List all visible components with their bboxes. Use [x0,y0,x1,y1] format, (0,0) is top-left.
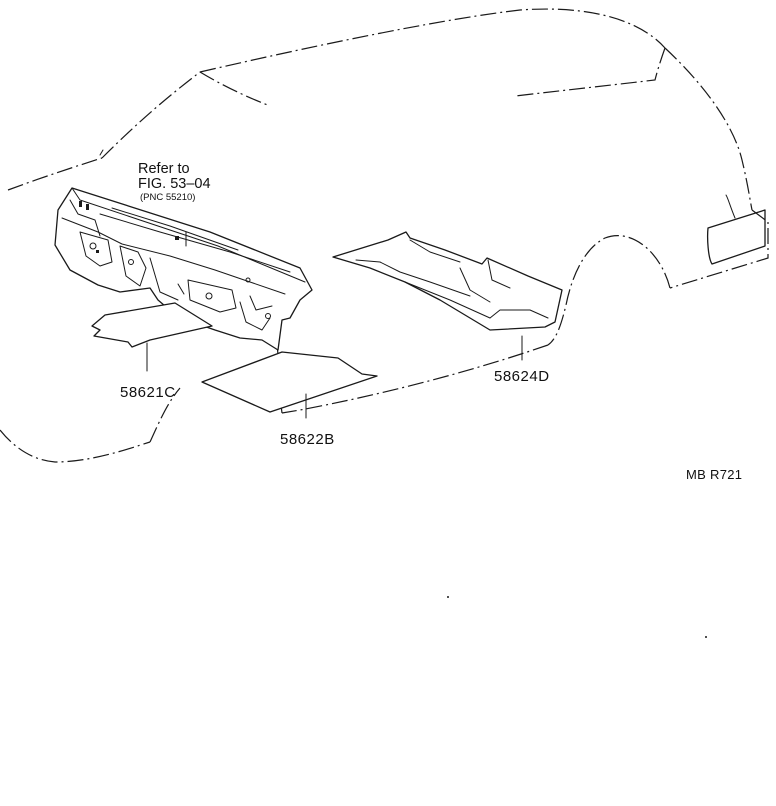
silencer-58621c [91,302,213,372]
part-label-58621c: 58621C [120,384,176,401]
reference-line-3: (PNC 55210) [140,192,196,203]
reference-line-1: Refer to [138,161,190,177]
part-label-58622b: 58622B [280,431,335,448]
dash-panel [54,187,313,351]
reference-line-2: FIG. 53–04 [138,176,211,192]
drawing-code: MB R721 [686,467,743,482]
windshield-lines [99,149,736,219]
part-label-58624d: 58624D [494,368,550,385]
floor-mat-58624d [332,231,563,361]
tail-lamp [706,209,766,265]
scan-dots [447,596,707,638]
silencer-58622b [201,351,378,419]
